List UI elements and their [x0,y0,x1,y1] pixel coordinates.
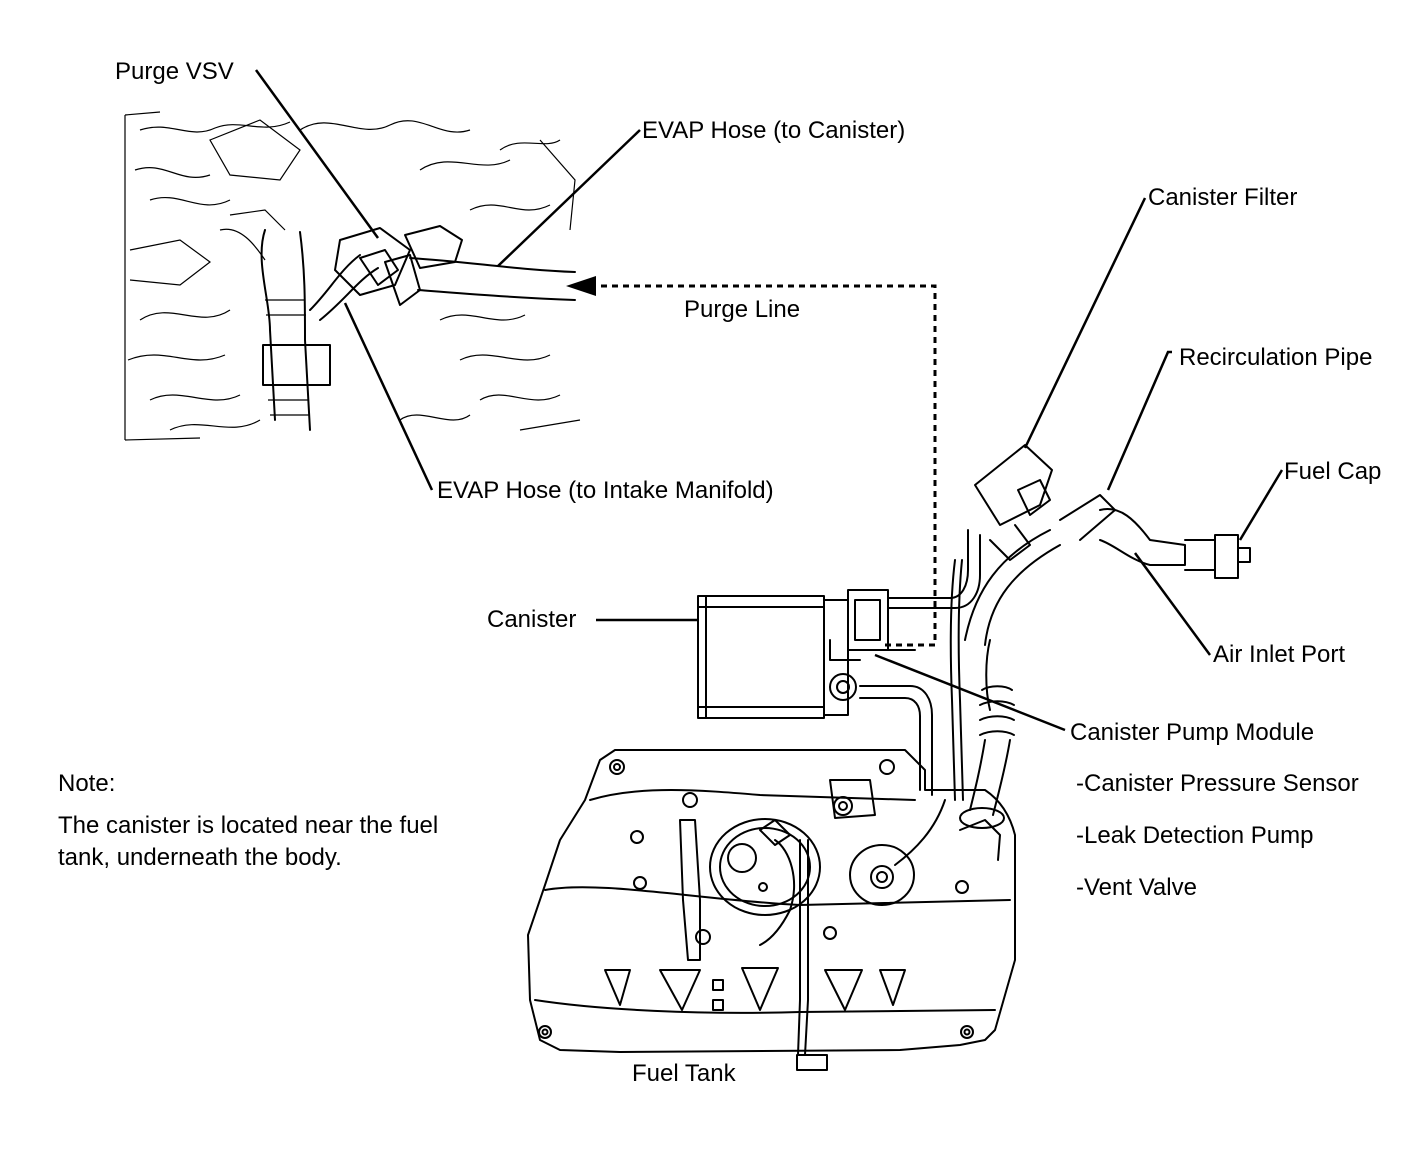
fuel-cap-label: Fuel Cap [1284,458,1382,485]
engine-bay-illustration [124,111,581,441]
leader-lines [254,69,1284,732]
purge-vsv-label: Purge VSV [115,58,234,85]
note-line-2: tank, underneath the body. [58,844,342,871]
filler-pipe-illustration [949,444,1251,829]
evap-hose-canister-label: EVAP Hose (to Canister) [642,117,906,144]
recirculation-pipe-label: Recirculation Pipe [1179,344,1373,371]
evap-hose-intake-label: EVAP Hose (to Intake Manifold) [437,477,774,504]
note-heading: Note: [58,770,116,797]
air-inlet-port-label: Air Inlet Port [1213,641,1346,668]
leak-detection-pump-label: -Leak Detection Pump [1076,822,1314,849]
canister-pressure-sensor-label: -Canister Pressure Sensor [1076,770,1359,797]
purge-line [566,276,937,647]
fuel-tank-label: Fuel Tank [632,1060,736,1087]
vent-valve-label: -Vent Valve [1076,874,1197,901]
fuel-tank-illustration [527,749,1016,1071]
canister-label: Canister [487,606,577,633]
note-line-1: The canister is located near the fuel [58,812,439,839]
purge-line-label: Purge Line [684,296,801,323]
canister-filter-label: Canister Filter [1148,184,1298,211]
canister-pump-module-label: Canister Pump Module [1070,719,1315,746]
canister-illustration [697,529,981,796]
